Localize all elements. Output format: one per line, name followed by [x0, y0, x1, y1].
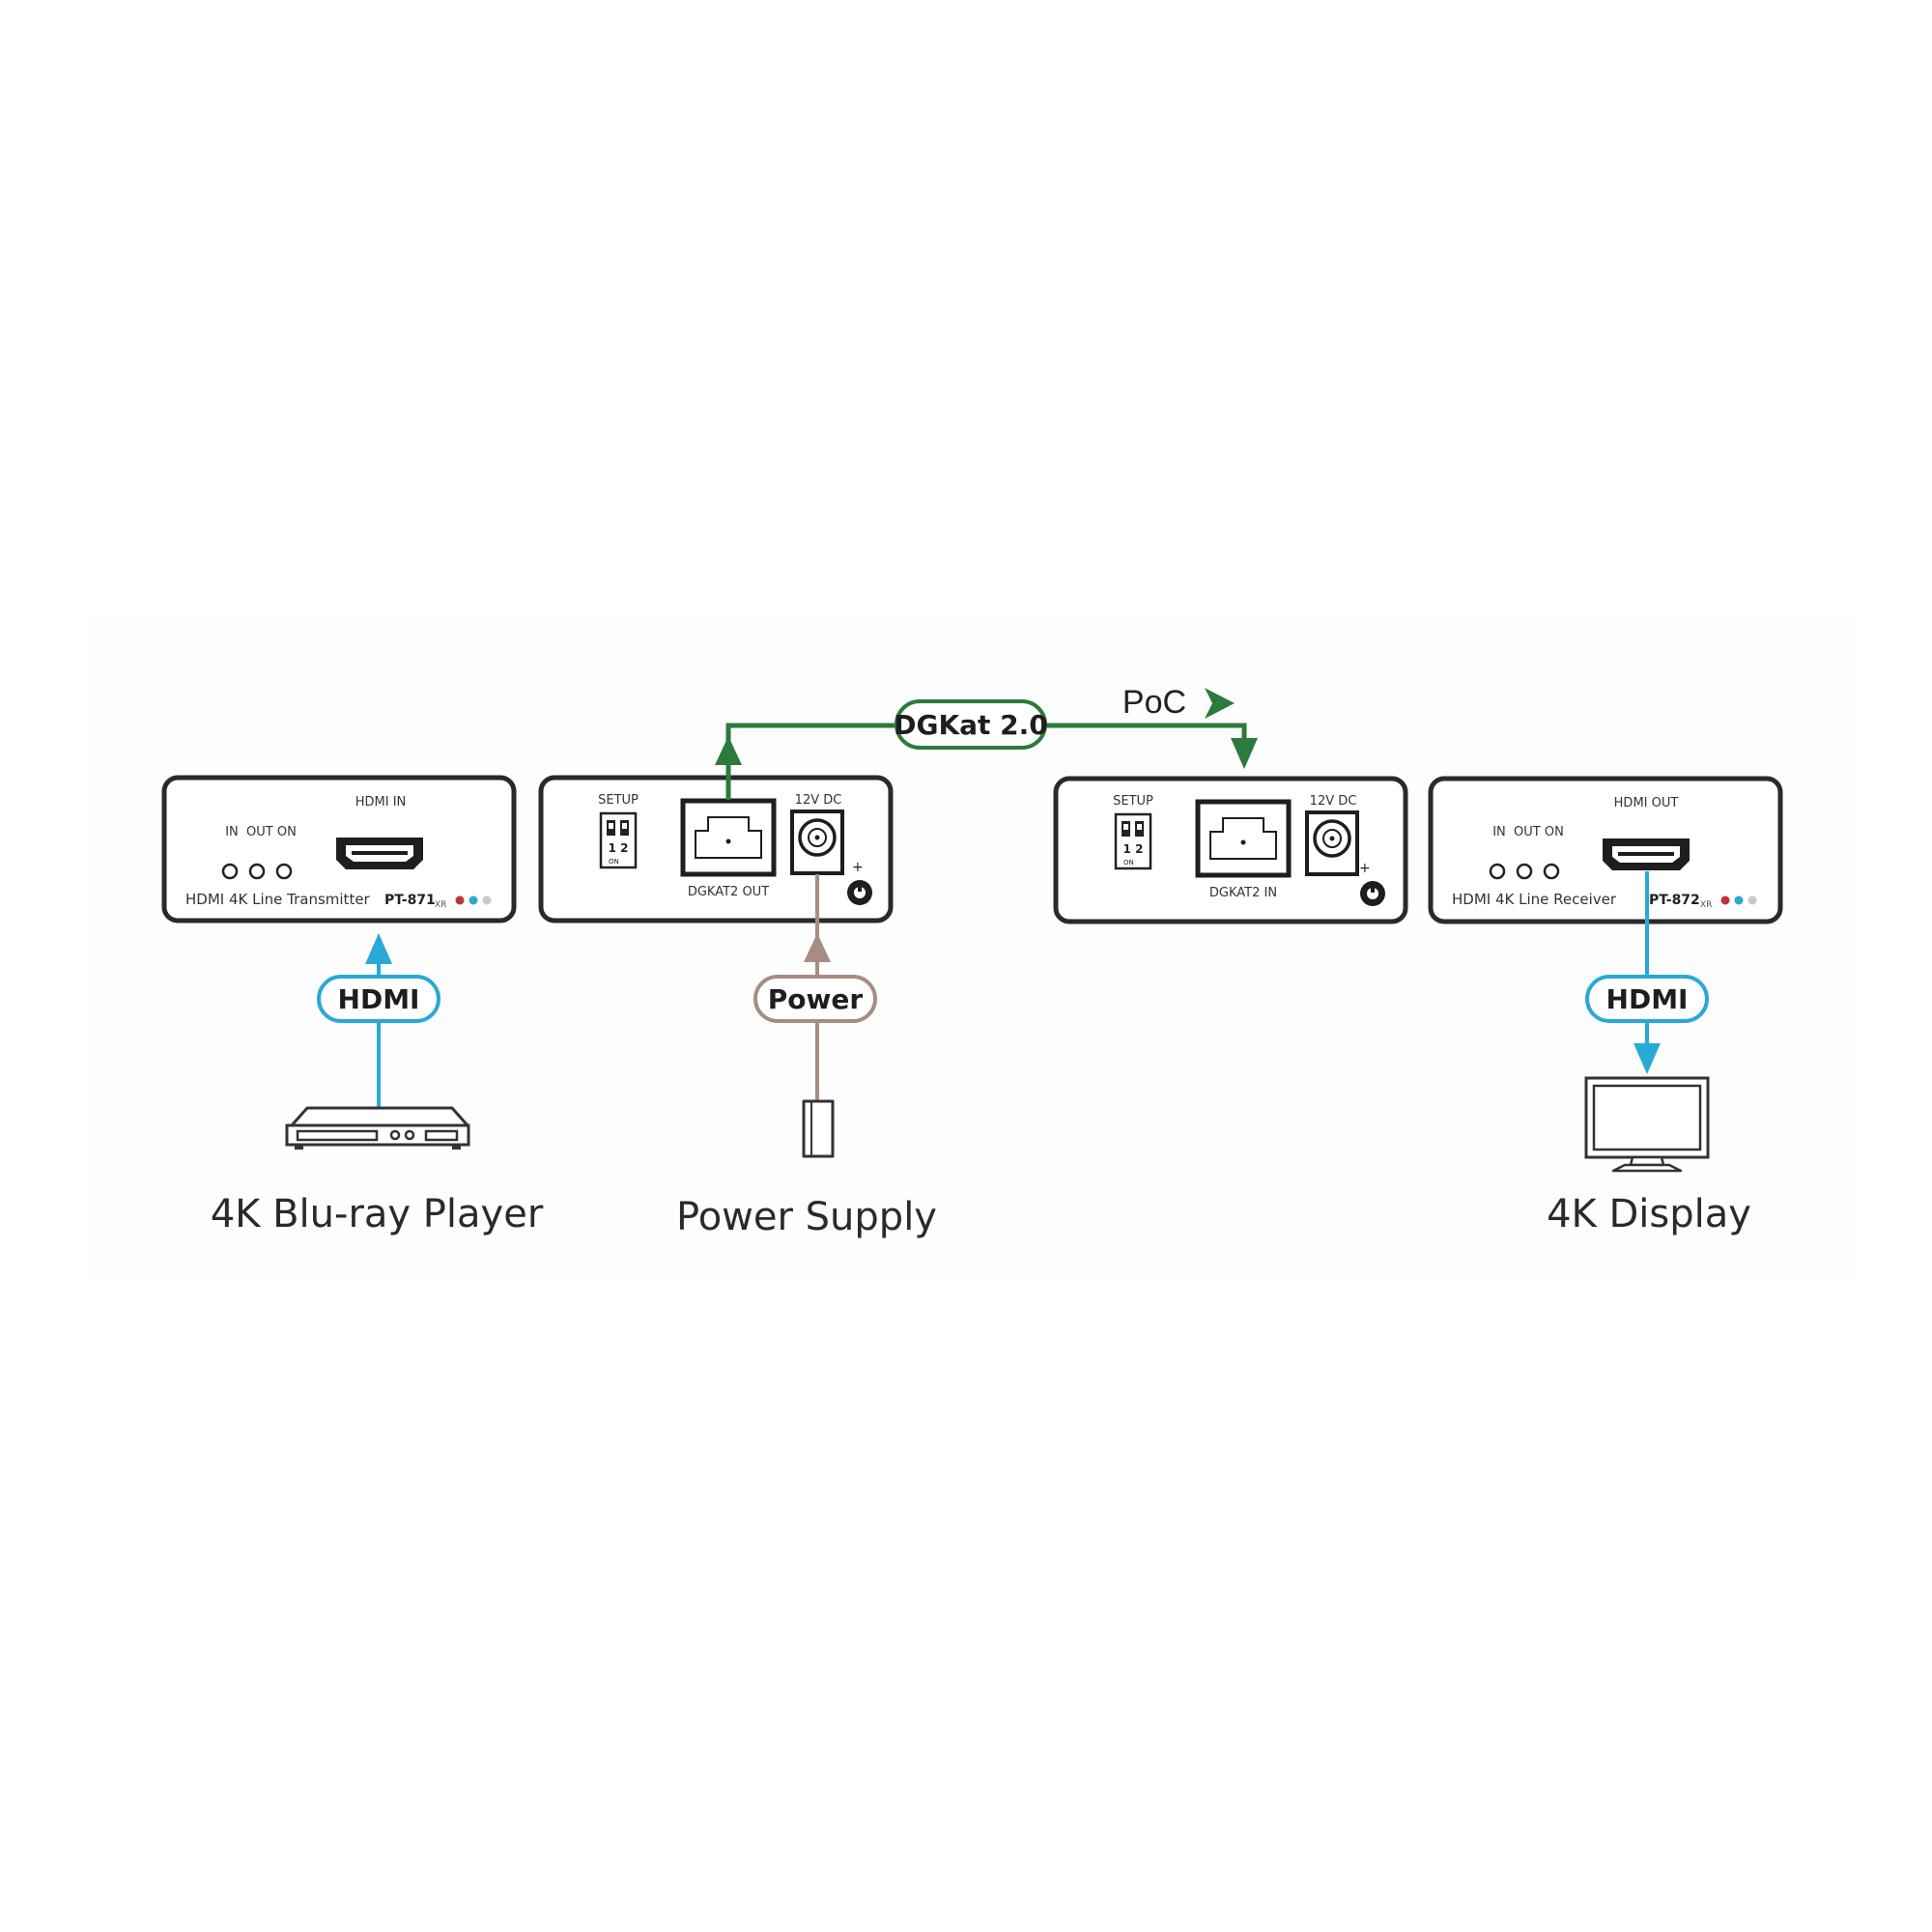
hdmi-in-pill [317, 975, 440, 1023]
brand-dot-red [455, 895, 465, 905]
dip-numbers: 1 2 [609, 841, 629, 855]
receiver-name: HDMI 4K Line Receiver [1452, 891, 1617, 908]
hdmi-out-pill-label: HDMI [1606, 983, 1689, 1015]
hdmi-output-cable: HDMI [1585, 871, 1709, 1074]
dgkat2-in-label: DGKAT2 IN [1209, 886, 1277, 900]
dip-numbers: 1 2 [1123, 842, 1144, 856]
hdmi-out-pill [1585, 975, 1709, 1023]
transmitter-model: PT-871 [384, 893, 436, 908]
arrow-up-icon [365, 933, 392, 964]
hdmi-in-label: HDMI IN [355, 795, 407, 810]
dgkat-label: DGKat 2.0 [894, 709, 1048, 741]
dip-on-label: ON [609, 858, 619, 866]
led-on-indicator [1543, 863, 1560, 880]
dgkat2-out-label: DGKAT2 OUT [688, 885, 769, 899]
brand-dot-grey [482, 895, 492, 905]
power-adapter-icon [802, 1099, 835, 1158]
brand-dot-blue [469, 895, 478, 905]
dc-jack-icon [790, 810, 844, 875]
dip-switch-icon: 1 2 ON [599, 811, 638, 869]
led-labels: IN OUT ON [1492, 825, 1564, 839]
arrow-down-icon [1231, 738, 1258, 769]
rj45-port-icon [1195, 799, 1292, 878]
receiver-front-panel: HDMI OUT IN OUT ON HDMI 4K Line Receiver… [1428, 776, 1783, 924]
hdmi-out-label: HDMI OUT [1614, 796, 1679, 810]
setup-label: SETUP [1113, 794, 1153, 809]
transmitter-rear-panel: SETUP 1 2 ON DGKAT2 OUT 12V DC [538, 775, 894, 923]
plus-sign: + [852, 860, 864, 875]
blu-ray-player-icon [285, 1106, 470, 1150]
rj45-port-icon [680, 798, 777, 877]
transmitter-front-panel: HDMI IN IN OUT ON HDMI 4K Line Transmitt… [161, 775, 517, 923]
arrow-up-icon [715, 736, 742, 765]
poc-arrow-icon [1205, 688, 1235, 719]
plus-sign: + [1359, 861, 1371, 876]
setup-label: SETUP [598, 793, 639, 808]
brand-dot-red [1720, 895, 1730, 905]
hdmi-port-icon [336, 838, 423, 869]
12v-dc-label: 12V DC [1310, 794, 1357, 809]
dip-on-label: ON [1123, 859, 1134, 867]
dc-jack-icon [1305, 810, 1359, 876]
hdmi-input-cable: HDMI [317, 933, 440, 1111]
power-pill-label: Power [768, 983, 864, 1015]
transmitter-model-suffix: XR [435, 900, 446, 910]
caption-display: 4K Display [1547, 1192, 1751, 1236]
led-in-indicator [221, 863, 239, 880]
led-in-indicator [1489, 863, 1506, 880]
power-cable: Power [753, 874, 877, 1101]
arrow-up-icon [804, 933, 831, 962]
dip-switch-icon: 1 2 ON [1114, 812, 1152, 870]
receiver-model-suffix: XR [1700, 900, 1712, 910]
receiver-model: PT-872 [1649, 893, 1700, 908]
led-out-indicator [1516, 863, 1533, 880]
12v-dc-label: 12V DC [795, 793, 842, 808]
ground-screw-icon [1360, 881, 1385, 906]
arrow-down-icon [1634, 1043, 1661, 1074]
power-pill [753, 975, 877, 1023]
caption-power-supply: Power Supply [676, 1195, 937, 1239]
receiver-rear-panel: SETUP 1 2 ON DGKAT2 IN 12V DC [1053, 776, 1408, 924]
hdmi-in-pill-label: HDMI [338, 983, 420, 1015]
led-on-indicator [275, 863, 293, 880]
dgkat-pill [895, 699, 1047, 750]
dgkat-cable: DGKat 2.0 PoC [715, 684, 1258, 800]
transmitter-name: HDMI 4K Line Transmitter [185, 891, 371, 908]
ground-screw-icon [847, 880, 872, 905]
poc-label: PoC [1122, 684, 1186, 721]
brand-dot-grey [1747, 895, 1757, 905]
monitor-icon [1584, 1076, 1710, 1173]
caption-source: 4K Blu-ray Player [211, 1192, 544, 1236]
brand-dot-blue [1734, 895, 1744, 905]
led-out-indicator [248, 863, 266, 880]
hdmi-port-icon [1603, 838, 1690, 870]
led-labels: IN OUT ON [225, 825, 297, 839]
